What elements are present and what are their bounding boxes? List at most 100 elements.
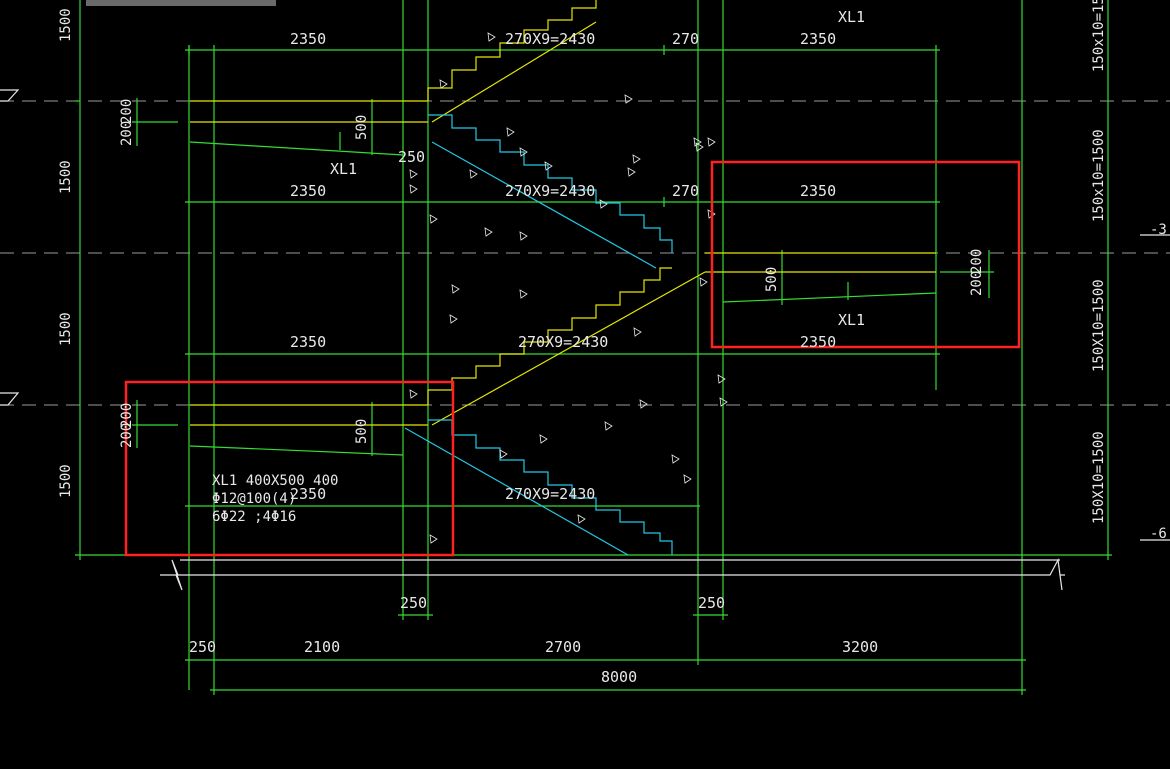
riser-dim: 150x10=1500 — [1091, 129, 1107, 222]
hatch-triangle — [439, 79, 448, 89]
stair-flights — [190, 0, 936, 426]
dim-250: 250 — [398, 148, 425, 166]
hatch-triangle — [719, 397, 728, 407]
dim-text: 2350 — [800, 30, 836, 48]
beam-depth-text: 500 — [764, 267, 780, 292]
beam-note-line3: 6Φ22 ;4Φ16 — [212, 509, 296, 525]
beam-depth-text: 500 — [354, 115, 370, 140]
hatch-triangle — [484, 227, 493, 237]
stair-steps — [427, 0, 597, 101]
hatch-triangle — [539, 434, 548, 444]
hatch-triangle — [695, 142, 704, 152]
dim-250: 250 — [400, 594, 427, 612]
beam-bottom-line — [189, 445, 404, 456]
dim-text: 2350 — [290, 30, 326, 48]
hatch-triangle — [707, 137, 716, 147]
hatch-triangle — [469, 169, 478, 179]
hatch-triangle — [499, 449, 508, 459]
dim-200-text: 200 — [969, 271, 985, 296]
dim-200-text: 200 — [969, 249, 985, 274]
flight-label: 270X9=2430 — [505, 30, 595, 48]
flight-label: 270X9=2430 — [505, 182, 595, 200]
bottom-dim: 3200 — [842, 638, 878, 656]
riser-dim: 150X10=1500 — [1091, 279, 1107, 372]
hatch-triangle — [604, 421, 613, 431]
total-dim: 8000 — [601, 668, 637, 686]
beam-note-line2: Φ12@100(4) — [212, 491, 296, 507]
hatch-triangle — [519, 231, 528, 241]
dim-text: 2350 — [290, 333, 326, 351]
beam-label: XL1 — [838, 8, 865, 26]
beam-label: XL1 — [838, 311, 865, 329]
bottom-dim: 250 — [189, 638, 216, 656]
dim-text: 2350 — [800, 333, 836, 351]
grid-dash-lines — [0, 100, 1170, 406]
hatch-triangle — [409, 184, 418, 194]
stair-steps — [428, 114, 673, 253]
bottom-dim: 2700 — [545, 638, 581, 656]
hatch-triangle — [577, 514, 586, 524]
hatch-triangle — [449, 314, 458, 324]
riser-dim: 150X10=1500 — [1091, 431, 1107, 524]
stair-returns — [404, 114, 673, 556]
bottom-dim: 2100 — [304, 638, 340, 656]
level-triangle — [0, 392, 20, 406]
stair-slope — [431, 271, 706, 426]
stair-steps — [427, 267, 672, 405]
title-strip — [86, 0, 276, 6]
highlight-box-right[interactable] — [710, 160, 1021, 349]
hatch-triangle — [429, 534, 438, 544]
hatch-triangle — [693, 137, 702, 147]
hatch-triangle — [519, 147, 528, 157]
story-dim: 1500 — [58, 160, 74, 194]
hatch-triangle — [627, 167, 636, 177]
hatch-triangle — [409, 389, 418, 399]
hatch-triangle — [671, 454, 680, 464]
beam-bottom-line — [189, 141, 404, 156]
stair-slope — [431, 21, 597, 123]
stair-steps — [428, 419, 673, 555]
dim-200-text: 200 — [119, 403, 135, 428]
riser-dim: 150x10=1500 — [1091, 0, 1107, 72]
level-text: -6.0 — [1150, 526, 1170, 542]
beam-label: XL1 — [330, 160, 357, 178]
hatch-triangle — [544, 161, 553, 171]
story-dim: 1500 — [58, 312, 74, 346]
hatch-triangle — [519, 289, 528, 299]
hatch-triangle — [699, 277, 708, 287]
dim-200-text: 200 — [119, 121, 135, 146]
hatch-triangle — [624, 94, 633, 104]
beam-bottom-line — [722, 292, 937, 303]
level-markers — [0, 89, 1170, 541]
dim-text: 2350 — [290, 182, 326, 200]
hatch-triangle — [451, 284, 460, 294]
break-symbol — [160, 558, 1065, 591]
dim-text: 270 — [672, 30, 699, 48]
hatch-triangle — [639, 399, 648, 409]
beam-note-line1: XL1 400X500 400 — [212, 473, 338, 489]
dim-text: 2350 — [290, 485, 326, 503]
stair-slope — [431, 141, 657, 269]
dim-200-text: 200 — [119, 99, 135, 124]
dimension-texts: 2350 2350 2350 2350 2350 2350 2350 270 2… — [58, 0, 1170, 686]
hatch-triangle — [683, 474, 692, 484]
highlight-box-left[interactable] — [124, 380, 455, 557]
dim-text: 270 — [672, 182, 699, 200]
hatch-triangle — [487, 32, 496, 42]
level-text: -3.6 — [1150, 222, 1170, 238]
hatch-triangle — [429, 214, 438, 224]
hatch-triangle — [599, 199, 608, 209]
flight-label: 270X9=2430 — [518, 333, 608, 351]
hatch-triangle — [717, 374, 726, 384]
beam-depth-text: 500 — [354, 419, 370, 444]
level-triangle — [0, 89, 20, 102]
dim-250: 250 — [698, 594, 725, 612]
flight-label: 270X9=2430 — [505, 485, 595, 503]
break-line — [160, 558, 1065, 591]
hatch-triangle — [409, 169, 418, 179]
dim-200-text: 200 — [119, 423, 135, 448]
hatch-triangle — [632, 154, 641, 164]
story-dim: 1500 — [58, 8, 74, 42]
story-dim: 1500 — [58, 464, 74, 498]
